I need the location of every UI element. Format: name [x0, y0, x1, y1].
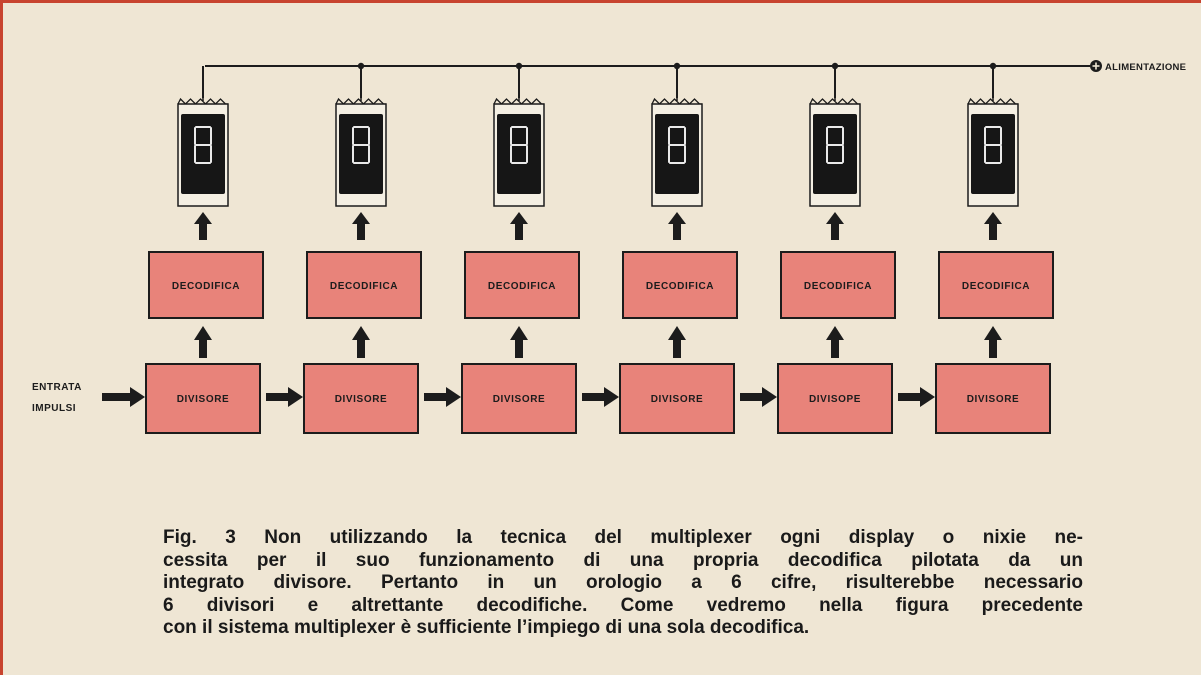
- divider-block: [145, 363, 261, 434]
- stage-3: DECODIFICA DIVISORE: [424, 62, 580, 434]
- junction-dot: [673, 62, 681, 70]
- caption-line: integrato divisore. Pertanto in un orolo…: [163, 572, 1083, 594]
- up-arrow-icon: [984, 326, 1002, 340]
- caption-line: cessita per il suo funzionamento di una …: [163, 549, 1083, 571]
- power-terminal-icon: [1090, 60, 1102, 72]
- stage-6: DECODIFICA DIVISORE: [898, 62, 1054, 434]
- up-arrow-icon: [668, 326, 686, 340]
- up-arrow-icon: [826, 212, 844, 224]
- divider-label: DIVISORE: [177, 394, 230, 405]
- decoder-block: [464, 251, 580, 319]
- caption-line: Fig. 3 Non utilizzando la tecnica del mu…: [163, 527, 1083, 548]
- junction-dot: [357, 62, 365, 70]
- seven-segment-display: [335, 103, 387, 207]
- junction-dot: [831, 62, 839, 70]
- stage-1: DECODIFICA DIVISORE: [102, 66, 264, 434]
- seven-segment-display: [967, 103, 1019, 207]
- right-arrow-icon: [446, 387, 461, 407]
- stage-2: DECODIFICA DIVISORE: [266, 62, 422, 434]
- input-label-line1: ENTRATA: [32, 382, 82, 393]
- seven-segment-display: [177, 103, 229, 207]
- junction-dot: [989, 62, 997, 70]
- divider-block: [935, 363, 1051, 434]
- up-arrow-icon: [984, 212, 1002, 224]
- decoder-label: DECODIFICA: [804, 281, 872, 292]
- right-arrow-icon: [604, 387, 619, 407]
- figure-caption: Fig. 3 Non utilizzando la tecnica del mu…: [163, 527, 1083, 640]
- seven-segment-display: [651, 103, 703, 207]
- divider-label: DIVISORE: [335, 394, 388, 405]
- decoder-block: [938, 251, 1054, 319]
- right-arrow-icon: [288, 387, 303, 407]
- divider-label: DIVISOPE: [809, 394, 861, 405]
- right-arrow-icon: [762, 387, 777, 407]
- up-arrow-icon: [194, 326, 212, 340]
- decoder-label: DECODIFICA: [646, 281, 714, 292]
- divider-block: [619, 363, 735, 434]
- power-label: ALIMENTAZIONE: [1105, 62, 1186, 73]
- junction-dot: [515, 62, 523, 70]
- seven-segment-display: [493, 103, 545, 207]
- divider-label: DIVISORE: [967, 394, 1020, 405]
- up-arrow-icon: [352, 326, 370, 340]
- seven-segment-display: [809, 103, 861, 207]
- up-arrow-icon: [668, 212, 686, 224]
- caption-line: con il sistema multiplexer è sufficiente…: [163, 617, 810, 639]
- caption-line: 6 divisori e altrettante decodifiche. Co…: [163, 594, 1083, 616]
- block-diagram: ALIMENTAZIONE ENTRATA IMPULSI DECODIFICA…: [32, 60, 1186, 434]
- divider-block: [777, 363, 893, 434]
- up-arrow-icon: [510, 212, 528, 224]
- up-arrow-icon: [826, 326, 844, 340]
- divider-block: [461, 363, 577, 434]
- resistor-icon: [177, 97, 228, 105]
- up-arrow-icon: [352, 212, 370, 224]
- decoder-block: [780, 251, 896, 319]
- decoder-label: DECODIFICA: [488, 281, 556, 292]
- up-arrow-icon: [194, 212, 212, 224]
- divider-block: [303, 363, 419, 434]
- resistor-icon: [651, 97, 702, 105]
- decoder-label: DECODIFICA: [172, 281, 240, 292]
- divider-label: DIVISORE: [651, 394, 704, 405]
- decoder-block: [148, 251, 264, 319]
- decoder-block: [622, 251, 738, 319]
- decoder-block: [306, 251, 422, 319]
- stage-5: DECODIFICA DIVISOPE: [740, 62, 896, 434]
- right-arrow-icon: [920, 387, 935, 407]
- resistor-icon: [493, 97, 544, 105]
- right-arrow-icon: [130, 387, 145, 407]
- resistor-icon: [335, 97, 386, 105]
- resistor-icon: [809, 97, 860, 105]
- decoder-label: DECODIFICA: [962, 281, 1030, 292]
- stage-4: DECODIFICA DIVISORE: [582, 62, 738, 434]
- input-label-line2: IMPULSI: [32, 403, 76, 414]
- decoder-label: DECODIFICA: [330, 281, 398, 292]
- resistor-icon: [967, 97, 1018, 105]
- divider-label: DIVISORE: [493, 394, 546, 405]
- up-arrow-icon: [510, 326, 528, 340]
